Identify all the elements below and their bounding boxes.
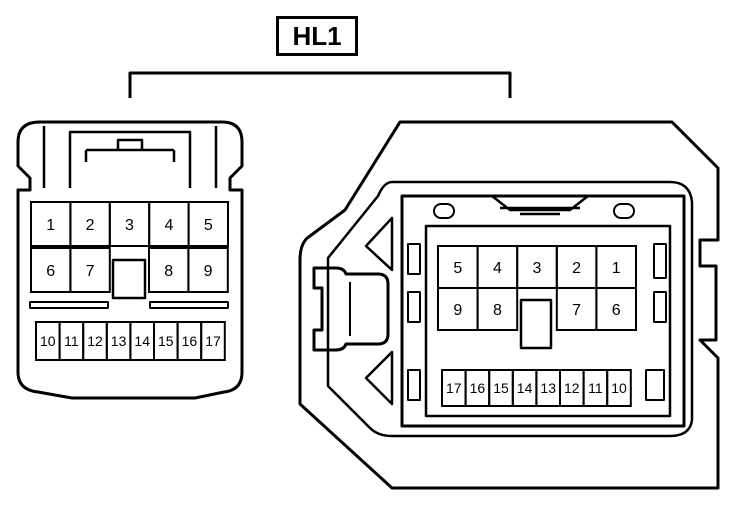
slot-right-mid	[653, 291, 667, 323]
pin-cell	[69, 247, 111, 293]
pin-number: 13	[540, 380, 556, 396]
pin-number: 7	[572, 302, 581, 319]
pin-number: 12	[87, 333, 103, 349]
pin-number: 9	[453, 302, 462, 319]
pin-number: 14	[134, 333, 150, 349]
pin-number: 16	[470, 380, 486, 396]
pin-number: 2	[86, 217, 95, 234]
pin-cell	[606, 369, 632, 407]
pin-number: 16	[182, 333, 198, 349]
pin-number: 11	[64, 333, 79, 349]
pin-number: 4	[164, 217, 173, 234]
left-connector-body	[16, 120, 244, 400]
pin-number: 17	[205, 333, 221, 349]
right-connector-body	[298, 120, 720, 490]
pin-number: 13	[111, 333, 127, 349]
left-divider-left	[29, 301, 109, 309]
pin-number: 3	[125, 217, 134, 234]
slot-left-top	[407, 243, 421, 275]
slot-left-bot	[407, 369, 421, 401]
pin-number: 8	[493, 302, 502, 319]
pin-number: 17	[446, 380, 462, 396]
pin-number: 9	[204, 263, 213, 280]
slot-right-top	[653, 243, 667, 279]
pin-cell	[595, 287, 638, 331]
connector-label: HL1	[276, 16, 358, 56]
right-inner-shell	[326, 180, 694, 438]
slot-right-bot	[645, 369, 665, 401]
pin-number: 15	[158, 333, 174, 349]
left-latch	[42, 126, 218, 188]
pin-number: 14	[517, 380, 533, 396]
pin-cell	[200, 321, 226, 361]
right-latch	[491, 195, 589, 216]
pin-number: 5	[453, 260, 462, 277]
pin-cell	[187, 201, 230, 247]
pin-number: 1	[612, 260, 621, 277]
pin-number: 10	[611, 380, 627, 396]
pin-number: 3	[533, 260, 542, 277]
right-inner-tray	[424, 224, 672, 418]
pin-number: 10	[40, 333, 56, 349]
pin-number: 15	[493, 380, 509, 396]
slot-left-mid	[407, 291, 421, 323]
hole-right	[613, 203, 635, 219]
right-terminal-housing	[400, 194, 686, 428]
bracket	[128, 71, 512, 98]
pin-number: 8	[164, 263, 173, 280]
triangle-top	[364, 216, 394, 272]
pin-number: 6	[46, 263, 55, 280]
side-clip	[312, 266, 390, 352]
left-key	[111, 258, 147, 300]
triangle-bottom	[364, 350, 394, 406]
pin-cell	[476, 287, 519, 331]
pin-cell	[187, 247, 229, 293]
hole-left	[433, 203, 455, 219]
pin-number: 2	[572, 260, 581, 277]
pin-number: 6	[612, 302, 621, 319]
pin-number: 4	[493, 260, 502, 277]
pin-number: 7	[86, 263, 95, 280]
left-divider-right	[149, 301, 229, 309]
pin-number: 11	[588, 380, 603, 396]
pin-number: 12	[564, 380, 580, 396]
pin-number: 1	[46, 217, 55, 234]
pin-number: 5	[204, 217, 213, 234]
right-key	[519, 298, 553, 350]
